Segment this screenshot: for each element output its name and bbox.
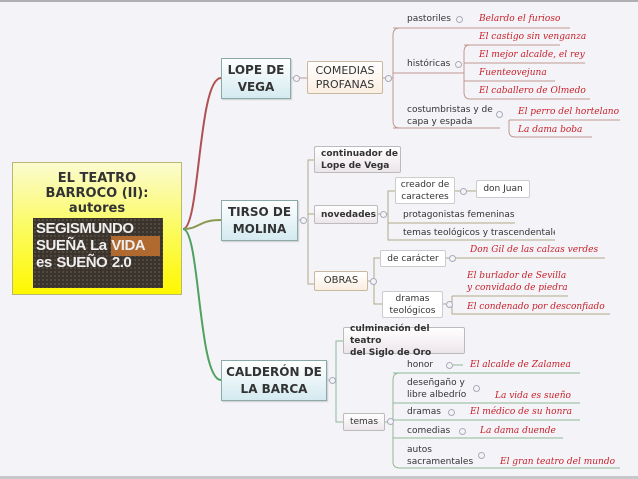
- author-name-line: LA BARCA: [240, 381, 308, 396]
- work-title: El médico de su honra: [470, 407, 573, 417]
- collapse-icon[interactable]: [385, 75, 392, 82]
- novedades-node[interactable]: novedades: [314, 205, 378, 224]
- collapse-icon[interactable]: [478, 452, 485, 459]
- tema-label: honor: [407, 360, 434, 370]
- collapse-icon[interactable]: [446, 301, 453, 308]
- temas-teologicos-node: temas teológicos y trascendentales: [403, 228, 555, 238]
- collapse-icon[interactable]: [459, 428, 466, 435]
- collapse-icon[interactable]: [329, 377, 336, 384]
- work-title: El caballero de Olmedo: [479, 86, 586, 96]
- work-title: Belardo el furioso: [479, 14, 561, 24]
- work-title: La dama boba: [518, 125, 583, 135]
- poster-band: [111, 236, 160, 256]
- author-name-line: TIRSO DE: [227, 204, 292, 219]
- collapse-icon[interactable]: [300, 217, 307, 224]
- node-line: PROFANAS: [315, 77, 375, 91]
- work-title: El castigo sin venganza: [479, 32, 587, 42]
- collapse-icon[interactable]: [293, 75, 300, 82]
- work-title: La dama duende: [480, 426, 556, 436]
- don-juan-node[interactable]: don Juan: [476, 180, 530, 198]
- author-name-line: MOLINA: [232, 221, 287, 236]
- author-tirso-de-molina[interactable]: TIRSO DE MOLINA: [221, 200, 298, 241]
- work-title: El mejor alcalde, el rey: [479, 50, 585, 60]
- collapse-icon[interactable]: [448, 409, 455, 416]
- collapse-icon[interactable]: [380, 211, 387, 218]
- work-title: Fuenteovejuna: [479, 68, 547, 78]
- work-title: Don Gil de las calzas verdes: [470, 245, 599, 255]
- work-title: El alcalde de Zalamea: [470, 360, 571, 370]
- node-line: COMEDIAS: [315, 63, 375, 77]
- author-lope-de-vega[interactable]: LOPE DE VEGA: [221, 58, 291, 99]
- obras-node[interactable]: OBRAS: [314, 271, 368, 291]
- collapse-icon[interactable]: [370, 278, 377, 285]
- central-title-line: EL TEATRO: [57, 171, 137, 186]
- tema-label: comedias: [407, 426, 451, 436]
- work-title: El condenado por desconfiado: [467, 302, 605, 312]
- work-title: La vida es sueño: [495, 391, 571, 401]
- poster-text: SEGISMUNDO SUEÑA La VIDA es SUEÑO 2.0: [36, 220, 145, 271]
- author-name-line: CALDERÓN DE: [226, 364, 322, 379]
- poster-image: SEGISMUNDO SUEÑA La VIDA es SUEÑO 2.0: [33, 218, 163, 288]
- tema-label: dramas: [407, 407, 441, 417]
- historicas-label: históricas: [407, 59, 451, 69]
- pastoriles-label: pastoriles: [407, 14, 451, 24]
- collapse-icon[interactable]: [460, 188, 467, 195]
- collapse-icon[interactable]: [456, 16, 463, 23]
- collapse-icon[interactable]: [387, 418, 394, 425]
- central-title-line: autores: [68, 201, 126, 216]
- temas-node[interactable]: temas: [343, 413, 385, 431]
- bottom-border: [0, 476, 638, 479]
- central-title-line: BARROCO (II):: [45, 186, 149, 201]
- top-border: [0, 0, 638, 2]
- collapse-icon[interactable]: [473, 385, 480, 392]
- collapse-icon[interactable]: [446, 362, 453, 369]
- author-calderon-de-la-barca[interactable]: CALDERÓN DE LA BARCA: [221, 360, 327, 401]
- author-name-line: LOPE DE: [227, 62, 285, 77]
- collapse-icon[interactable]: [455, 61, 462, 68]
- de-caracter-node[interactable]: de carácter: [380, 250, 446, 267]
- central-topic[interactable]: EL TEATRO BARROCO (II): autores SEGISMUN…: [12, 162, 182, 295]
- author-name-line: VEGA: [237, 79, 275, 94]
- protagonistas-node: protagonistas femeninas: [403, 210, 515, 220]
- collapse-icon[interactable]: [449, 255, 456, 262]
- work-title: El gran teatro del mundo: [500, 457, 616, 467]
- work-title: El perro del hortelano: [518, 107, 620, 117]
- collapse-icon[interactable]: [496, 111, 503, 118]
